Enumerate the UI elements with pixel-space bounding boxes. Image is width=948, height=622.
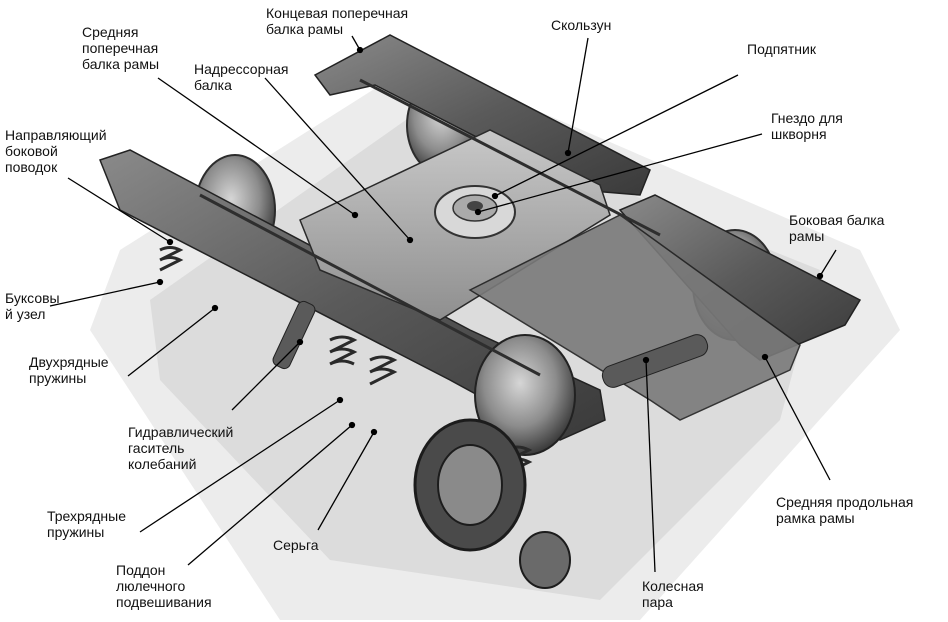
label-axle-box: Буксовы й узел [5, 290, 60, 322]
label-hydraulic-damper: Гидравлический гаситель колебаний [128, 424, 234, 472]
label-spring-plank: Поддон люлечного подвешивания [116, 562, 212, 610]
center-plate [434, 185, 516, 239]
label-triple-springs: Трехрядные пружины [47, 508, 126, 540]
front-wheel [474, 334, 576, 456]
label-side-bearing: Скользун [551, 17, 612, 33]
label-middle-cross-beam: Средняя поперечная балка рамы [82, 24, 160, 72]
label-pivot-socket: Гнездо для шкворня [771, 110, 843, 142]
front-track-wheel [413, 418, 571, 589]
label-side-beam: Боковая балка рамы [789, 212, 885, 244]
label-double-springs: Двухрядные пружины [29, 354, 109, 386]
label-link-hanger: Серьга [273, 537, 319, 553]
label-wheelset: Колесная пара [642, 578, 704, 610]
label-guide-link: Направляющий боковой поводок [5, 127, 107, 175]
label-middle-longitudinal-frame: Средняя продольная рамка рамы [776, 494, 914, 526]
label-center-plate: Подпятник [747, 41, 816, 57]
label-end-beam: Концевая поперечная балка рамы [266, 5, 409, 37]
label-bolster: Надрессорная балка [194, 61, 289, 93]
